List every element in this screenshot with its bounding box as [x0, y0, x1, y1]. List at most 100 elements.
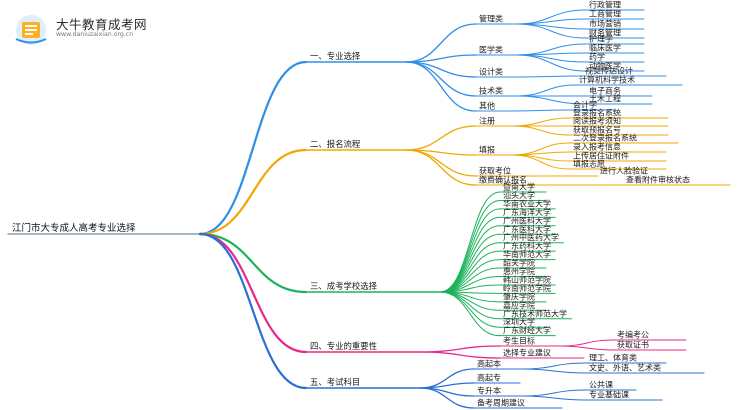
- b5-zsb-item-1: 专业基础课: [589, 390, 629, 400]
- branch-2-link: [198, 148, 308, 236]
- b2-zhuce-item-2-link: [511, 125, 571, 136]
- b4-mubiao-item-0-link: [559, 339, 615, 347]
- b5-zsb-label: 专升本: [477, 386, 501, 396]
- b5-zsb-item-0-link: [521, 389, 587, 397]
- b1-jishu-item-0: 计算机科学技术: [579, 75, 635, 85]
- b1-guanli-item-2: 市场营销: [589, 19, 621, 29]
- b3-school-2-link: [439, 208, 501, 293]
- branch-3-link: [198, 232, 308, 294]
- b1-yixue-item-2: 药学: [589, 52, 605, 62]
- b1-guanli-link: [405, 23, 477, 63]
- b2-kaowei-link: [405, 149, 477, 177]
- b3-school-8: 华南师范大学: [503, 249, 551, 259]
- b3-school-14: 嘉应学院: [503, 300, 535, 310]
- b1-yixue-label: 医学类: [479, 45, 503, 55]
- b5-gqb-item-0: 理工、体育类: [589, 353, 637, 363]
- b2-zhuce-item-0-link: [511, 117, 571, 127]
- b2-kaowei-label: 获取考位: [479, 166, 511, 176]
- logo-icon: [10, 13, 52, 47]
- b2-tianbao-item-1: 录入报考信息: [573, 142, 621, 152]
- b5-beikao-label: 备考周期建议: [477, 398, 525, 408]
- b1-guanli-item-3: 财务管理: [589, 28, 621, 38]
- branch-4-link: [198, 232, 308, 354]
- b1-guanli-item-3-link: [515, 23, 587, 39]
- b1-jishu-item-2-link: [515, 95, 587, 105]
- b2-tianbao-item-2: 上传居住证附件: [573, 151, 629, 161]
- branch-1-label: 一、专业选择: [310, 51, 361, 61]
- b3-school-3: 广东海洋大学: [503, 207, 551, 217]
- branch-5-label: 五、考试科目: [310, 377, 360, 387]
- b2-jiaofei-item-0: 查看附件审核状态: [626, 175, 690, 185]
- b5-gqb-item-1-link: [521, 368, 587, 374]
- b1-yixue-item-3: 动物医学: [589, 61, 621, 71]
- b5-zsb-item-0: 公共课: [589, 381, 613, 390]
- b1-sheji-label: 设计类: [479, 67, 503, 77]
- b3-school-11: 韩山师范学院: [503, 274, 551, 284]
- b5-gqb-item-1: 文史、外语、艺术类: [589, 363, 661, 373]
- b1-sheji-item-0: 视觉传达设计: [585, 66, 633, 76]
- b3-school-17: 广东财经大学: [503, 325, 551, 335]
- b5-zsb-item-1-link: [521, 395, 587, 401]
- b5-gqz-link: [419, 382, 475, 389]
- b3-school-0-link: [439, 191, 501, 293]
- b3-school-1-link: [439, 199, 501, 293]
- b1-jishu-label: 技术类: [479, 86, 503, 96]
- b4-mubiao-item-1: 获取证书: [617, 340, 649, 350]
- b3-school-15-link: [439, 291, 501, 320]
- b3-school-2: 华南农业大学: [503, 198, 551, 208]
- b3-school-1: 汕头大学: [503, 190, 535, 200]
- b1-qita-item-0: 会计学: [573, 100, 597, 110]
- b1-jishu-link: [405, 61, 477, 97]
- b1-guanli-label: 管理类: [479, 14, 503, 24]
- branch-2-label: 二、报名流程: [310, 139, 361, 149]
- b2-tianbao-item-3: 填报志愿: [573, 159, 605, 169]
- b4-mubiao-link: [419, 345, 501, 353]
- b2-tianbao-item-3-link: [511, 154, 571, 170]
- b1-yixue-item-1: 临床医学: [589, 43, 621, 53]
- b3-school-13: 肇庆学院: [503, 291, 535, 301]
- b2-zhuce-label: 注册: [479, 116, 495, 126]
- b2-zhuce-item-2: 获取预报名号: [573, 125, 621, 135]
- b1-guanli-item-0: 行政管理: [589, 0, 621, 10]
- b2-tianbao-label: 填报: [479, 145, 495, 155]
- b4-mubiao-item-1-link: [559, 345, 615, 351]
- b2-zhuce-item-0: 登录报名系统: [573, 108, 621, 118]
- b2-zhuce-item-1: 阅读报考须知: [573, 116, 621, 126]
- b1-guanli-item-1: 工商管理: [589, 9, 621, 19]
- b4-mubiao-item-0: 考编考公: [617, 330, 649, 340]
- b1-yixue-item-1-link: [515, 52, 587, 56]
- b3-school-6: 广州中医药大学: [503, 232, 559, 242]
- b3-school-7: 广东药科大学: [503, 241, 551, 251]
- b1-yixue-item-3-link: [515, 54, 587, 72]
- b5-gqb-item-0-link: [521, 362, 587, 370]
- brand-name: 大牛教育成考网: [56, 17, 148, 32]
- b3-school-5: 广东医科大学: [503, 224, 551, 234]
- b4-jianyi-link: [419, 351, 501, 359]
- branch-1-link: [198, 60, 308, 236]
- b3-school-4: 广州医科大学: [503, 215, 551, 225]
- b4-mubiao-label: 考生目标: [503, 336, 535, 346]
- b3-school-16: 深圳大学: [503, 317, 535, 327]
- b5-gqb-label: 高起本: [477, 359, 501, 369]
- b1-qita-link: [405, 61, 477, 112]
- b3-school-7-link: [439, 250, 501, 293]
- b5-gqz-label: 高起专: [477, 373, 501, 383]
- b1-jishu-item-2: 土木工程: [589, 94, 621, 104]
- branch-3-label: 三、成考学校选择: [310, 281, 378, 291]
- root-topic: 江门市大专成人高考专业选择: [12, 222, 136, 234]
- b3-school-12: 岭南师范学院: [503, 283, 551, 293]
- branch-4-label: 四、专业的重要性: [310, 341, 377, 351]
- branch-5-link: [198, 232, 308, 390]
- b1-qita-item-0-link: [509, 109, 571, 112]
- b3-school-17-link: [439, 291, 501, 337]
- b2-tianbao-item-1-link: [511, 151, 571, 156]
- b1-qita-label: 其他: [479, 101, 495, 111]
- b3-school-10: 惠州学院: [503, 266, 535, 276]
- b2-zhuce-link: [405, 125, 477, 151]
- b1-jishu-item-0-link: [515, 84, 577, 97]
- b2-jiaofei-label: 缴费确认报名: [479, 175, 527, 185]
- b1-jishu-item-1: 电子商务: [589, 86, 621, 96]
- b3-school-0: 暨南大学: [503, 182, 535, 192]
